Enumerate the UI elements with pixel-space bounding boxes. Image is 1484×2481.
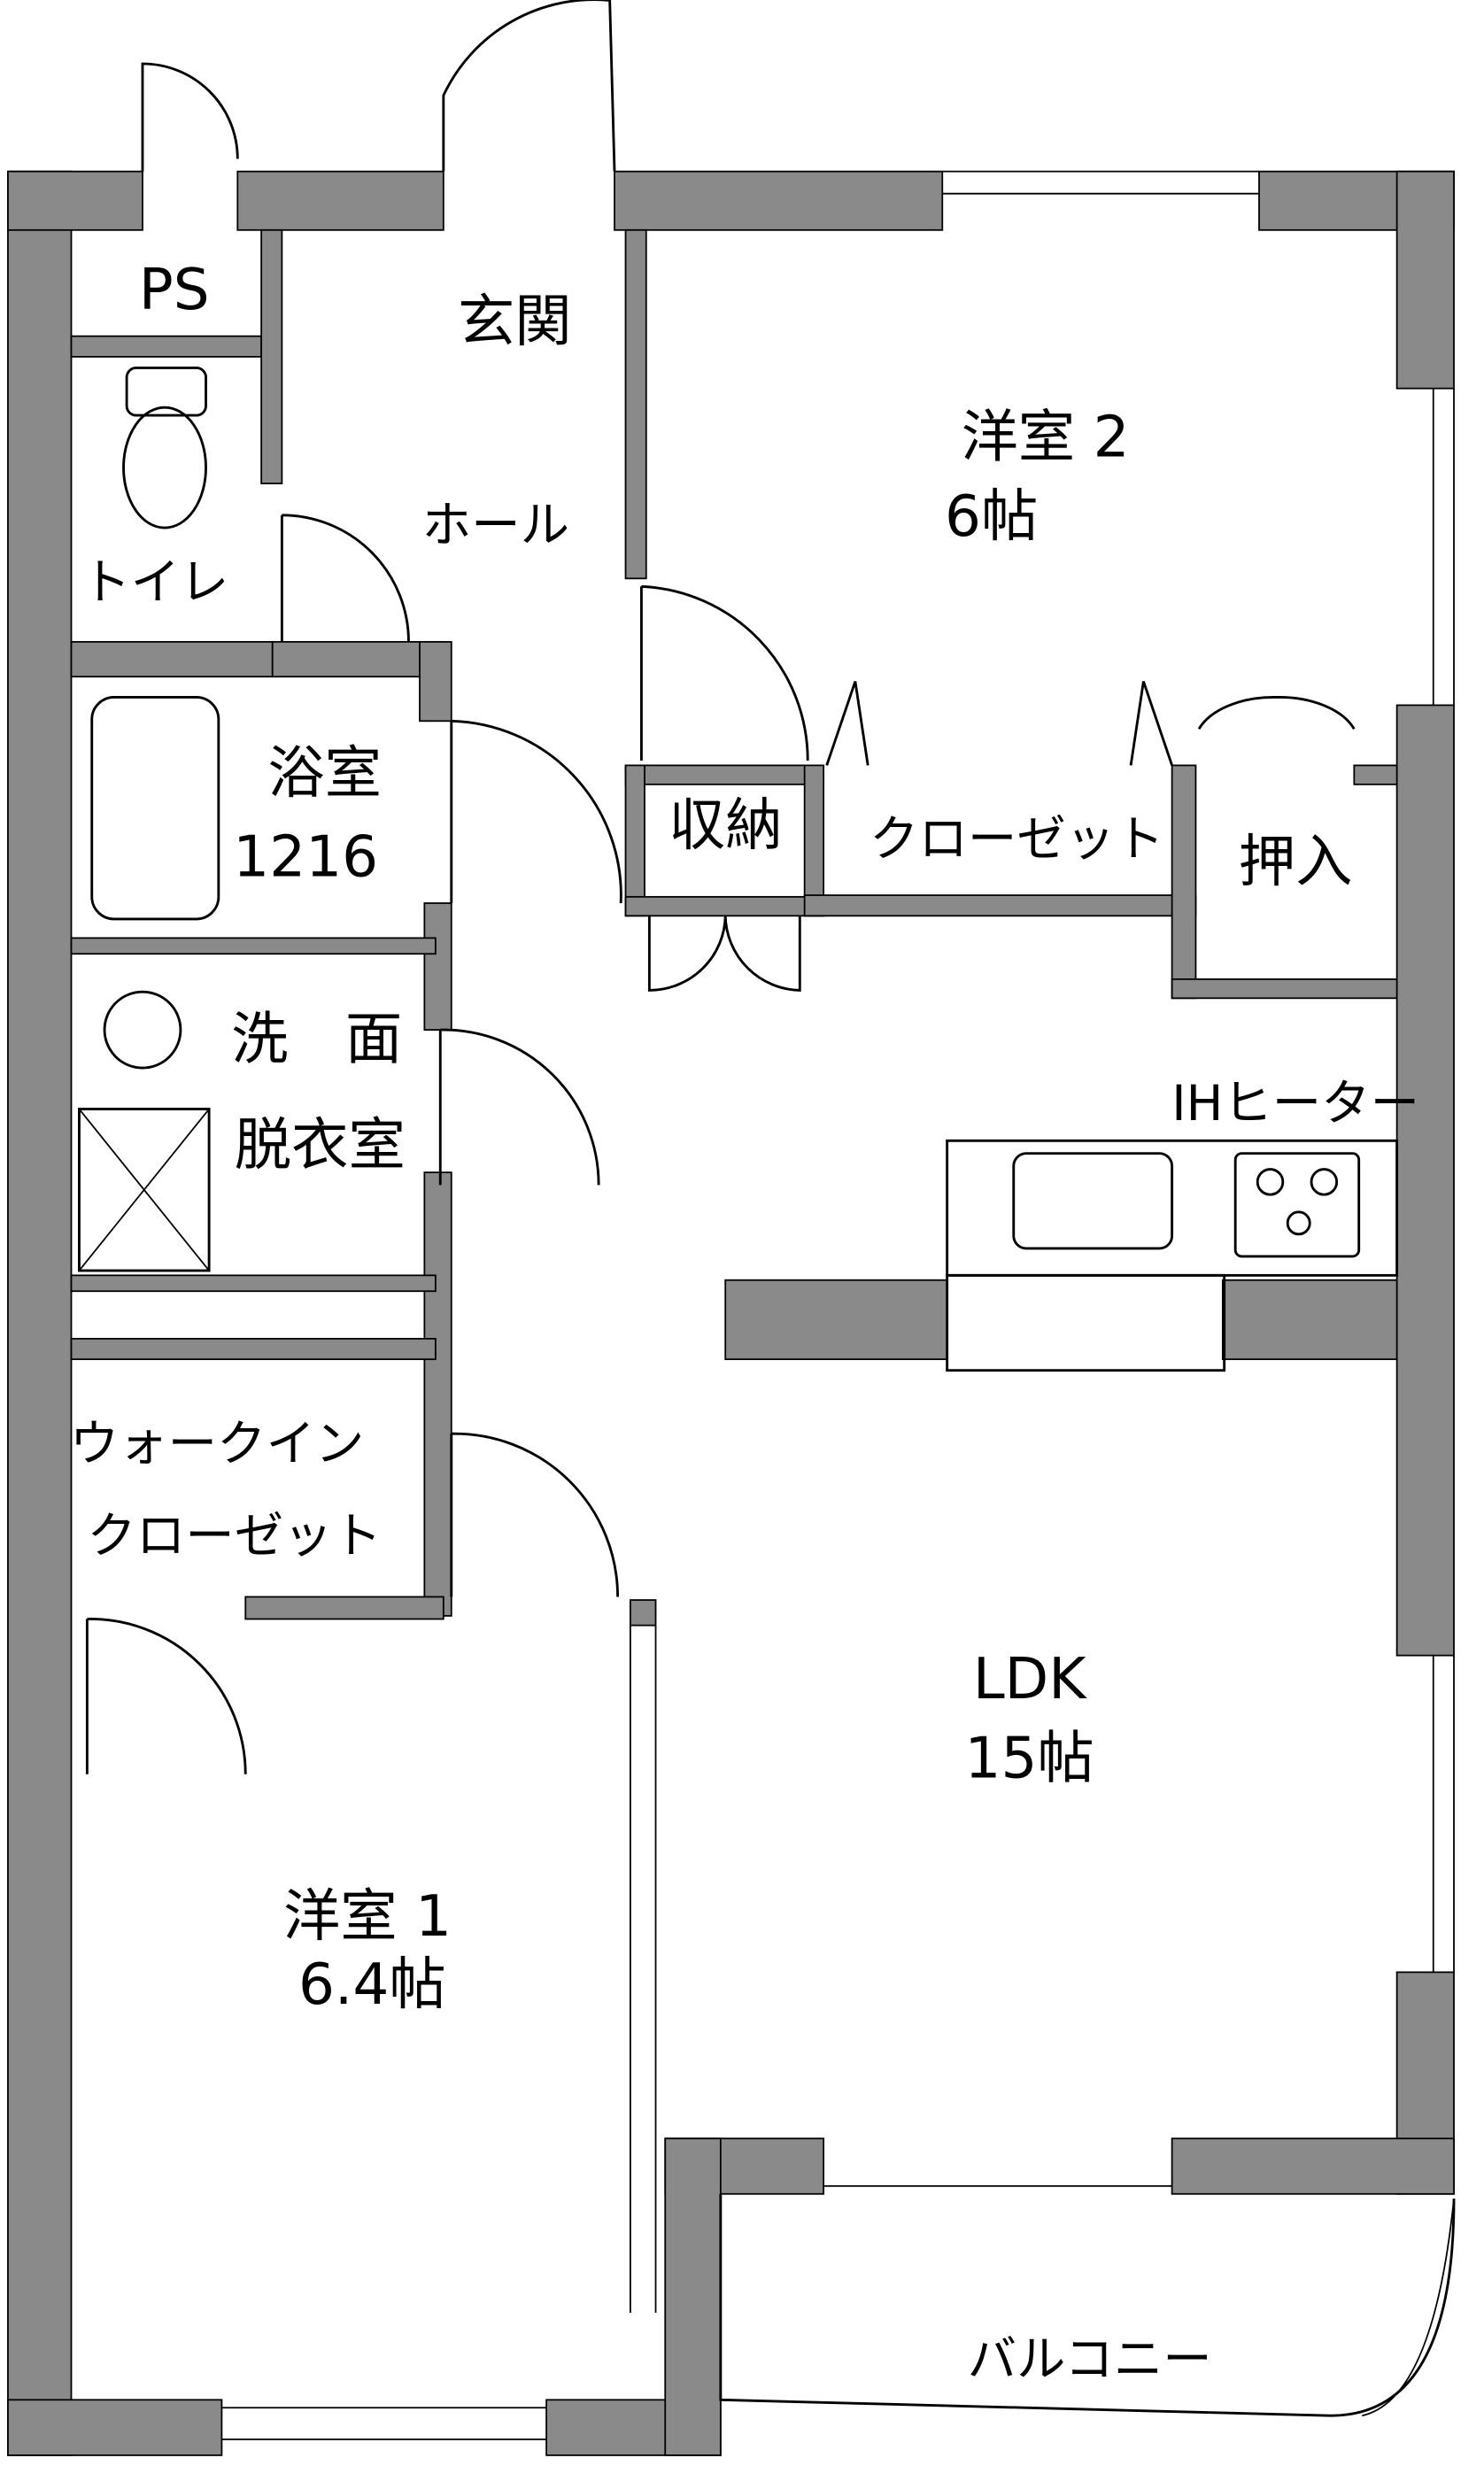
balcony-outline (719, 2193, 1456, 2417)
label-dressing-room: 脱衣室 (235, 1112, 406, 1179)
washing-machine-pan (78, 1108, 211, 1272)
label-closet: クローゼット (870, 811, 1164, 868)
label-genkan: 玄関 (458, 289, 572, 355)
label-bath: 浴室 (267, 740, 382, 807)
wash-basin (103, 990, 182, 1070)
label-storage: 収納 (669, 792, 783, 859)
label-ldk: LDK (973, 1646, 1087, 1712)
label-oshiire: 押入 (1239, 829, 1353, 895)
label-hall: ホール (422, 498, 569, 554)
label-ps: PS (139, 257, 210, 323)
doors (85, 0, 1455, 2440)
label-toilet: トイレ (81, 555, 228, 612)
room-labels: PS 玄関 ホール トイレ 浴室 1216 洗 面 脱衣室 収納 クローゼット … (70, 257, 1419, 2388)
label-balcony: バルコニー (968, 2331, 1212, 2388)
label-walkin-closet: クローゼット (87, 1508, 382, 1565)
label-western-room-1-size: 6.4帖 (298, 1952, 446, 2018)
label-bath-size: 1216 (233, 824, 378, 891)
walls (7, 170, 1455, 2456)
label-walkin: ウォークイン (70, 1417, 365, 1473)
fixtures (78, 367, 1456, 2417)
label-ldk-size: 15帖 (964, 1725, 1094, 1791)
toilet-bowl (122, 406, 207, 529)
label-ih-heater: IHヒーター (1171, 1076, 1419, 1132)
label-washroom: 洗 面 (231, 1006, 402, 1072)
label-western-room-2-size: 6帖 (945, 483, 1038, 550)
label-western-room-2: 洋室 2 (961, 405, 1129, 471)
ih-cooktop (1233, 1152, 1361, 1258)
sink (1012, 1152, 1174, 1250)
label-western-room-1: 洋室 1 (283, 1883, 452, 1950)
bathtub (90, 696, 220, 921)
